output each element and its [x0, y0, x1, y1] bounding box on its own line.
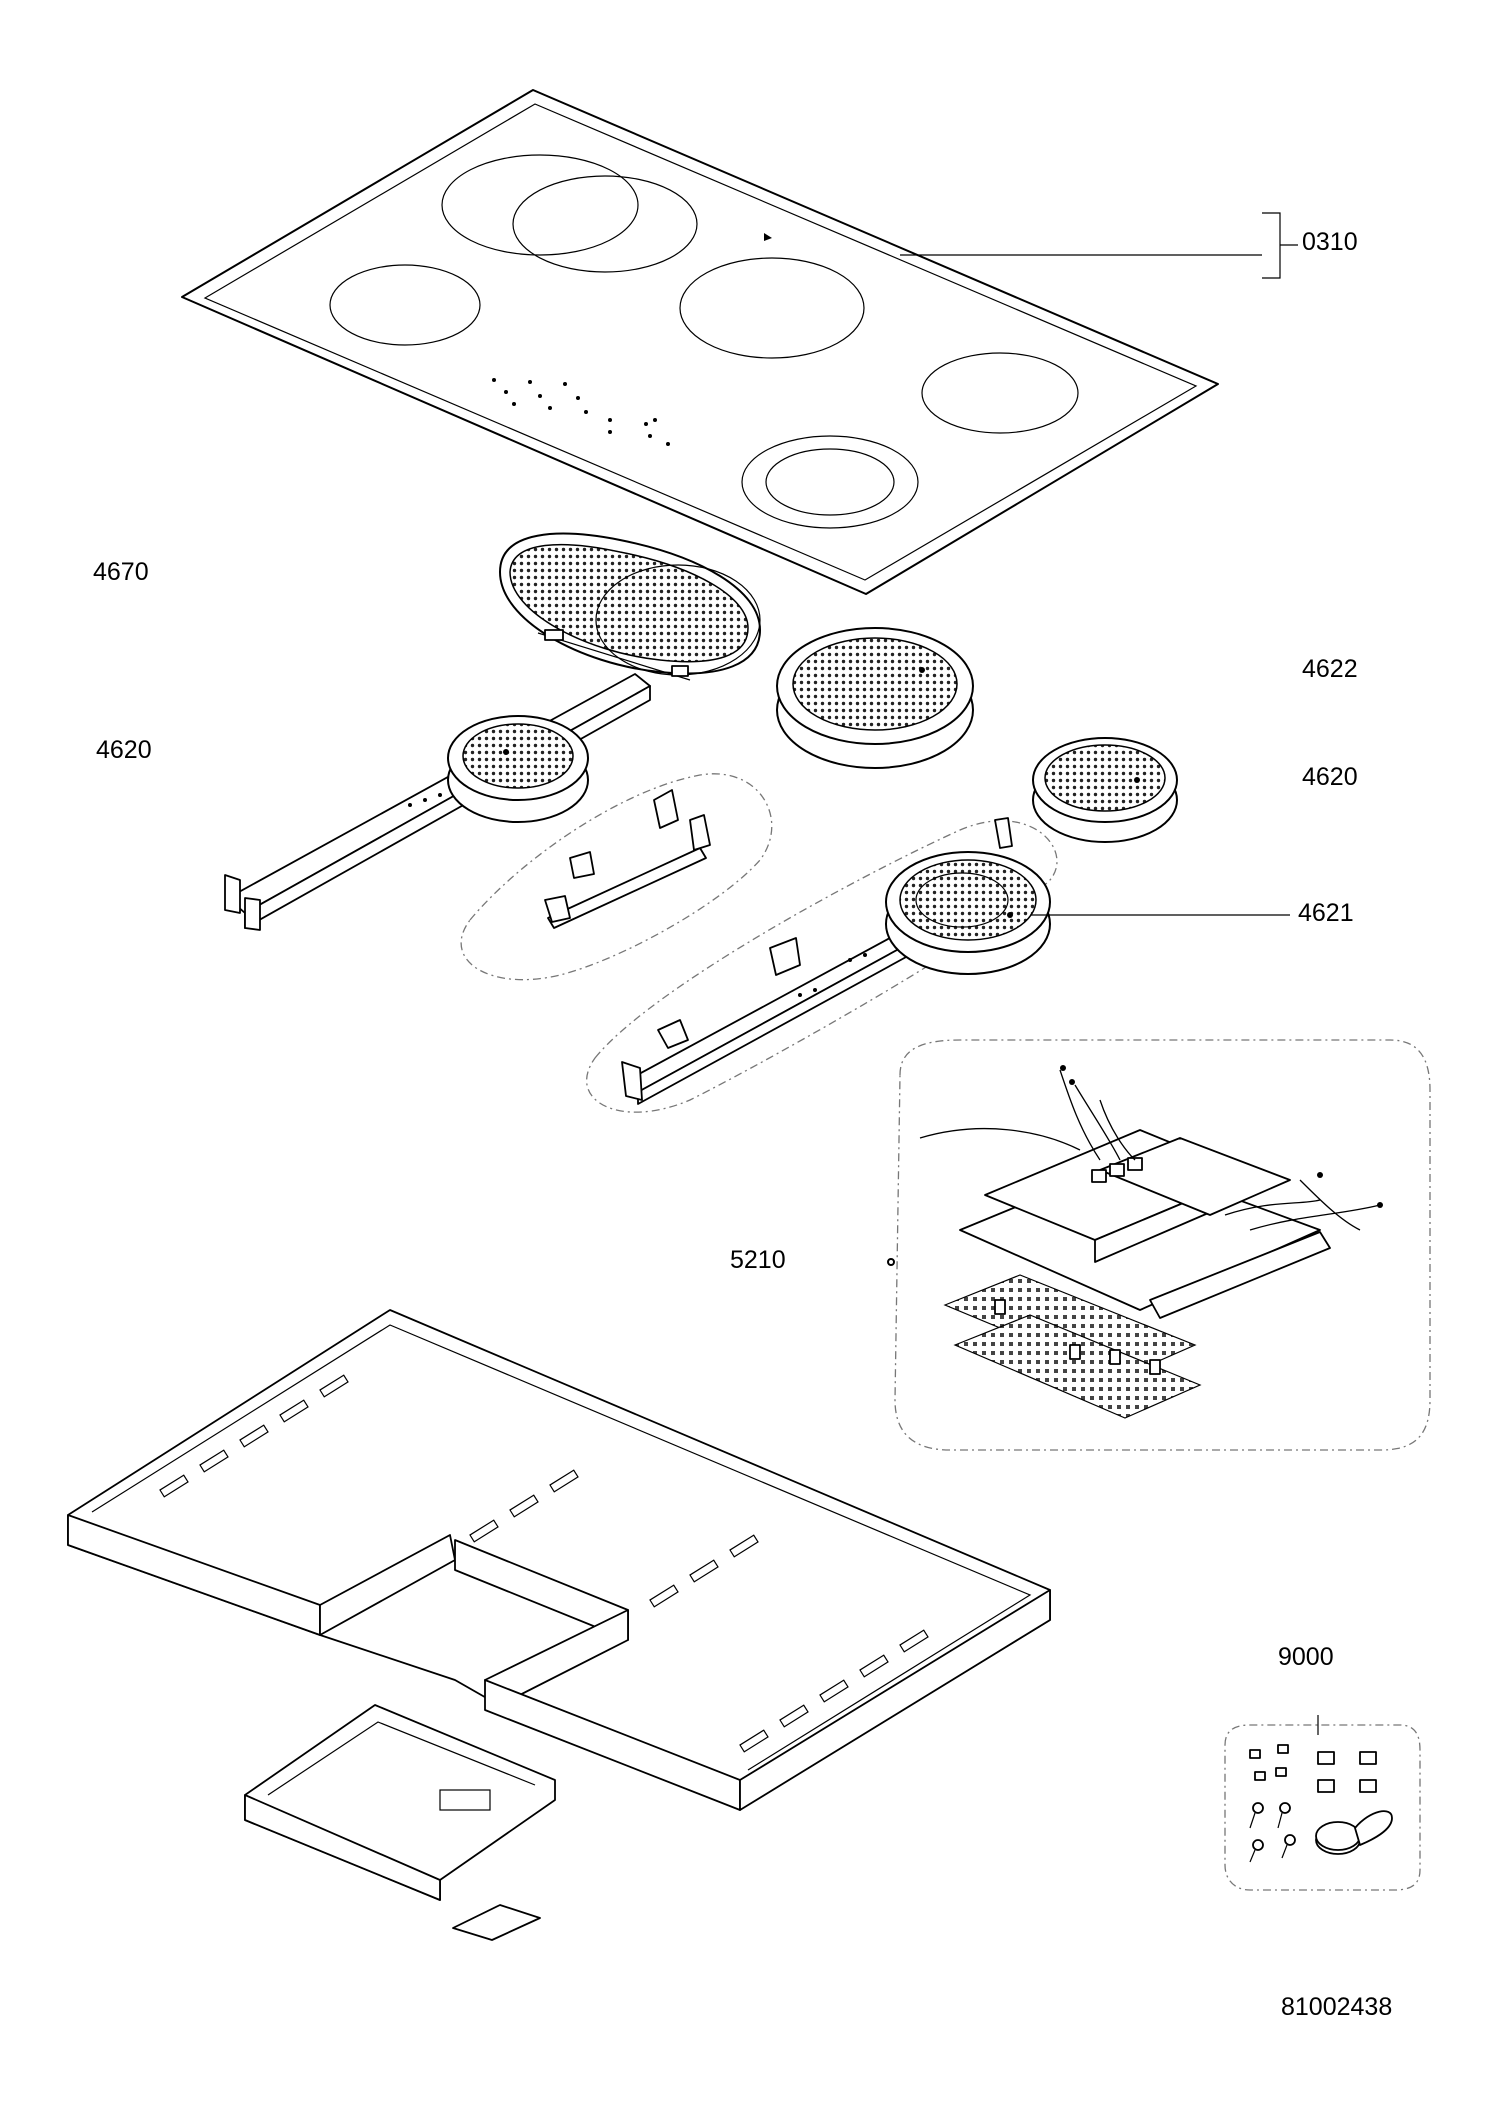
oval-heater-part: [498, 532, 762, 681]
part-label-4620-left: 4620: [96, 736, 152, 764]
dual-ring-heater-4621: [885, 851, 1290, 975]
control-electronics-part: [887, 1039, 1431, 1451]
part-label-4622: 4622: [1302, 655, 1358, 683]
radiant-heater-4620-left: [447, 715, 589, 823]
radiant-heater-4622: [776, 627, 974, 769]
part-label-4621: 4621: [1298, 899, 1354, 927]
cable-cover-tray: [244, 1704, 556, 1901]
part-label-4620-right: 4620: [1302, 763, 1358, 791]
glass-cooktop-part: [181, 89, 1298, 595]
heater-bracket-left: [224, 673, 651, 931]
small-clip-part: [452, 1904, 541, 1941]
part-label-9000: 9000: [1278, 1643, 1334, 1671]
hardware-kit-part: [1224, 1715, 1421, 1891]
ventilation-slots: [159, 1374, 929, 1753]
part-label-4670: 4670: [93, 558, 149, 586]
mounting-bracket-group: [460, 773, 773, 981]
drawing-number: 81002438: [1281, 1993, 1393, 2021]
touch-control-symbols: [492, 378, 670, 446]
heater-bracket-right: [586, 817, 1058, 1113]
part-label-5210: 5210: [730, 1246, 786, 1274]
radiant-heater-4620-right: [1032, 737, 1178, 843]
bottom-housing-tray: [67, 1309, 1051, 1811]
part-label-0310: 0310: [1302, 228, 1358, 256]
